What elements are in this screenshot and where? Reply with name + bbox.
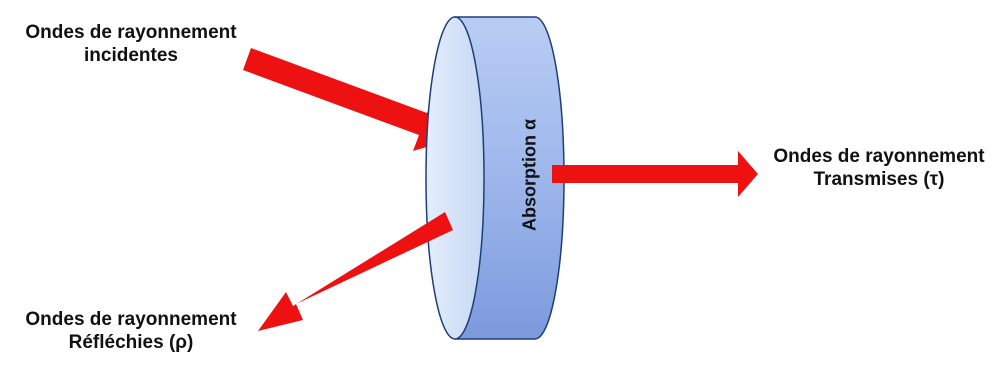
incident-arrow xyxy=(243,48,457,151)
transmitted-label: Ondes de rayonnement Transmises (τ) xyxy=(756,145,1002,191)
transmitted-label-line1: Ondes de rayonnement xyxy=(756,145,1002,168)
transmitted-label-line2: Transmises (τ) xyxy=(756,168,1002,191)
incident-label-line2: incidentes xyxy=(6,44,256,67)
transmitted-arrow xyxy=(552,151,758,197)
incident-label-line1: Ondes de rayonnement xyxy=(6,21,256,44)
absorber-disk-face xyxy=(426,17,484,339)
absorption-label: Absorption α xyxy=(520,119,541,231)
reflected-label-line1: Ondes de rayonnement xyxy=(6,308,256,331)
incident-label: Ondes de rayonnement incidentes xyxy=(6,21,256,67)
reflected-arrow xyxy=(258,212,453,331)
reflected-label: Ondes de rayonnement Réfléchies (ρ) xyxy=(6,308,256,354)
reflected-label-line2: Réfléchies (ρ) xyxy=(6,331,256,354)
